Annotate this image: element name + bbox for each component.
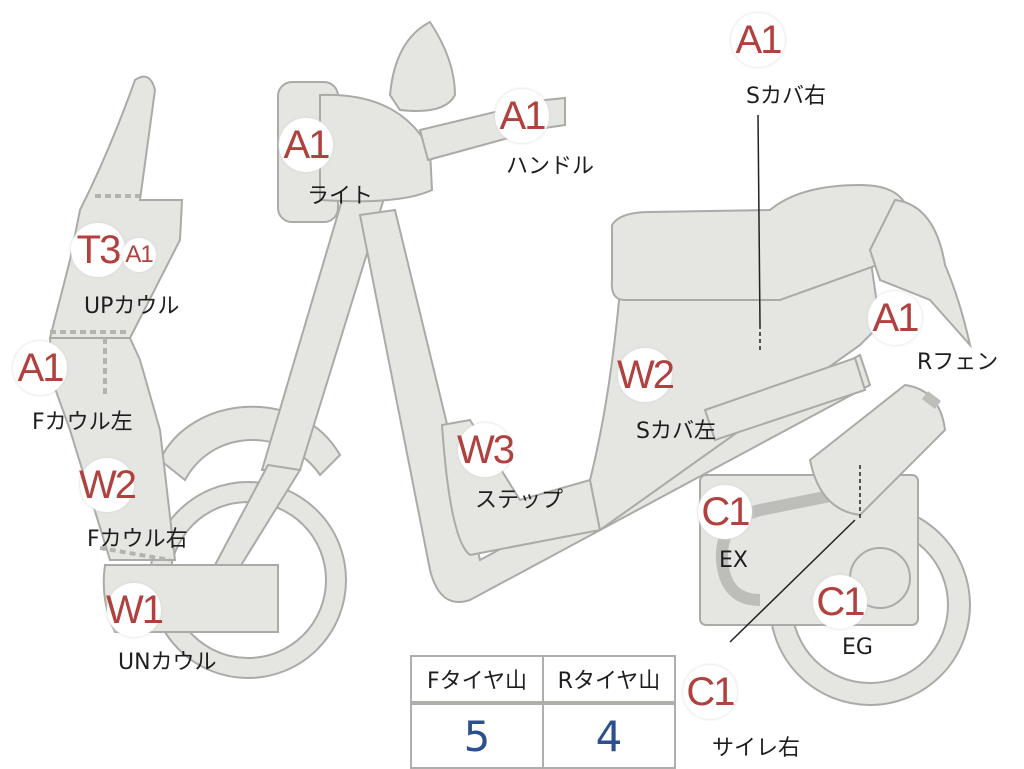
muffler <box>808 383 947 517</box>
grade-badge-f-cowl-left: A1 <box>13 341 67 395</box>
tire-tread-table: Fタイヤ山 Rタイヤ山 5 4 <box>410 655 676 769</box>
part-label-handle: ハンドル <box>506 154 595 179</box>
grade-badge-ex: C1 <box>698 485 752 539</box>
grade-badge-up-cowl: T3 <box>71 223 125 277</box>
side-cover <box>588 253 882 532</box>
part-label-s-cover-right: Sカバ右 <box>746 84 826 109</box>
tread-value-rear: 4 <box>542 702 676 769</box>
part-label-r-fender: Rフェン <box>917 350 999 375</box>
part-label-f-cowl-left: Fカウル左 <box>32 410 133 435</box>
seam-cowl-lower <box>99 546 171 562</box>
grade-badge-un-cowl: W1 <box>106 583 164 637</box>
tread-value-front: 5 <box>410 702 544 769</box>
part-label-muffler-right: サイレ右 <box>712 736 801 761</box>
grade-badge-handle: A1 <box>495 89 549 143</box>
part-label-f-cowl-right: Fカウル右 <box>87 527 188 552</box>
part-label-un-cowl: UNカウル <box>118 650 217 675</box>
part-label-step: ステップ <box>475 488 564 513</box>
grade-badge-up-cowl-sub: A1 <box>122 238 156 272</box>
tread-header-front: Fタイヤ山 <box>410 655 544 705</box>
grade-badge-step: W3 <box>457 423 515 477</box>
grab-bar <box>703 356 867 442</box>
part-label-up-cowl: UPカウル <box>84 294 180 319</box>
light-body <box>319 93 434 203</box>
grade-badge-f-cowl-right: W2 <box>79 458 137 512</box>
tread-header-row: Fタイヤ山 Rタイヤ山 <box>410 655 676 705</box>
front-cowl-lower <box>48 337 177 561</box>
grade-badge-muffler-right: C1 <box>683 665 737 719</box>
rear-fender <box>868 198 972 349</box>
grade-badge-eg: C1 <box>813 575 867 629</box>
grade-badge-s-cover-left: W2 <box>617 348 675 402</box>
leader-muffler-right <box>729 519 856 643</box>
muffler-tip <box>921 391 942 409</box>
tread-header-rear: Rタイヤ山 <box>542 655 676 705</box>
part-label-eg: EG <box>842 635 873 660</box>
grade-badge-light: A1 <box>279 118 333 172</box>
windscreen <box>388 20 457 112</box>
part-label-s-cover-left: Sカバ左 <box>636 419 716 444</box>
leader-s-cover-right <box>757 114 761 326</box>
part-label-light: ライト <box>307 184 374 209</box>
grade-badge-r-fender: A1 <box>868 291 922 345</box>
part-label-ex: EX <box>719 548 748 573</box>
grade-badge-s-cover-right: A1 <box>731 13 785 67</box>
tread-value-row: 5 4 <box>410 702 676 769</box>
